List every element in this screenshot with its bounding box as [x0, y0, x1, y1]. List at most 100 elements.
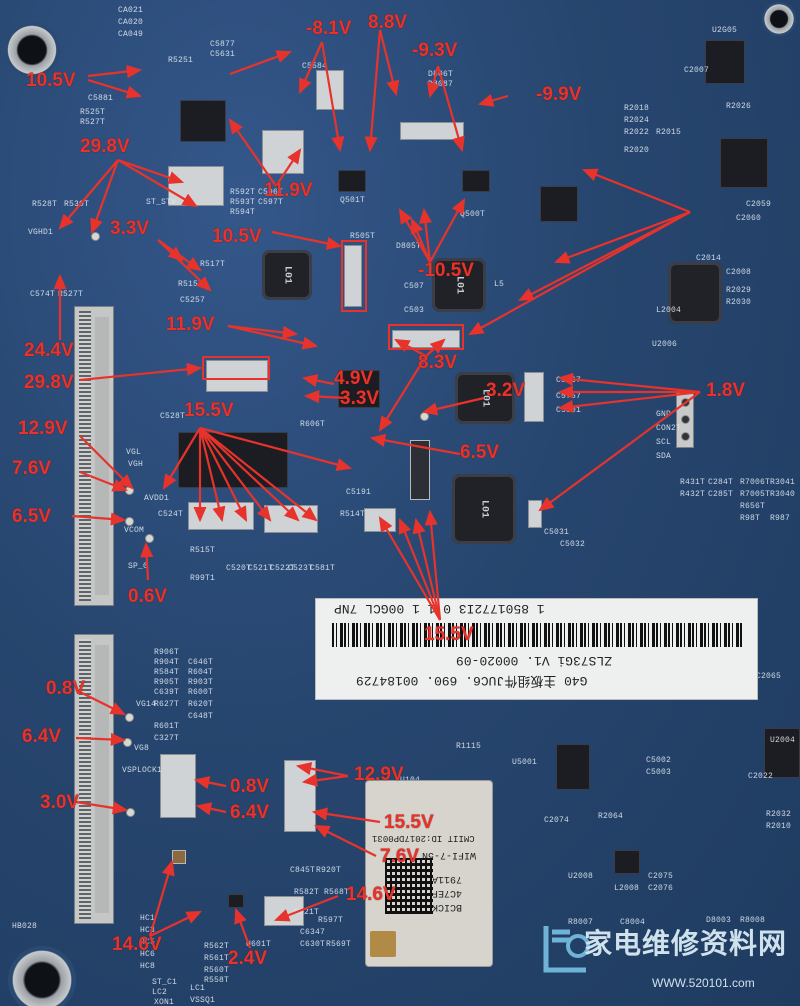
- silk-label: R558T: [204, 976, 230, 985]
- watermark-icon: [543, 926, 590, 973]
- silk-label: R8008: [740, 916, 766, 925]
- silk-label: R1115: [456, 742, 482, 751]
- silk-label: XON1: [154, 998, 175, 1006]
- silk-label: R2022: [624, 128, 650, 137]
- inductor-l1: L01: [262, 250, 312, 300]
- pin-label: VSPLOCK1: [122, 766, 163, 775]
- silk-label: C648T: [188, 712, 214, 721]
- silk-label: CA020: [118, 18, 144, 27]
- silk-label: D805T: [396, 242, 422, 251]
- silk-label: R5157: [178, 280, 204, 289]
- silk-label: C630T: [300, 940, 326, 949]
- test-pad: [125, 713, 134, 722]
- voltage-annotation: 3.3V: [110, 218, 150, 239]
- silk-label: C5032: [560, 540, 586, 549]
- ic-u503: [338, 370, 380, 408]
- silk-label: R432T: [680, 490, 706, 499]
- silk-label: LC1: [190, 984, 206, 993]
- capacitor: [344, 245, 362, 307]
- silk-label: CA049: [118, 30, 144, 39]
- silk-label: R3041: [770, 478, 796, 487]
- silk-label: R561T: [204, 954, 230, 963]
- lvds-connector-top: [74, 306, 114, 606]
- silk-label: C5003: [646, 768, 672, 777]
- silk-label: R656T: [740, 502, 766, 511]
- silk-label: C2014: [696, 254, 722, 263]
- voltage-annotation: 7.6V: [12, 458, 52, 479]
- silk-label: C581T: [310, 564, 336, 573]
- silk-label: C2007: [684, 66, 710, 75]
- qr-code: [385, 858, 433, 914]
- silk-label: R594T: [230, 208, 256, 217]
- silk-label: HC6: [140, 950, 156, 959]
- silk-label: R987: [770, 514, 791, 523]
- capacitor: [400, 122, 464, 140]
- barcode: [332, 623, 742, 647]
- pin-label: VG14: [136, 700, 157, 709]
- silk-label: C285T: [708, 490, 734, 499]
- silk-label: C2022: [748, 772, 774, 781]
- silk-label: R568T: [324, 888, 350, 897]
- voltage-annotation: 4.9V: [334, 368, 374, 389]
- silk-label: R560T: [204, 966, 230, 975]
- voltage-annotation: 8.3V: [418, 352, 458, 373]
- silk-label: R903T: [188, 678, 214, 687]
- silk-label: R921T: [294, 908, 320, 917]
- silk-label: R2064: [598, 812, 624, 821]
- capacitor: [172, 850, 186, 864]
- silk-label: R2018: [624, 104, 650, 113]
- silk-label: R2030: [726, 298, 752, 307]
- voltage-annotation: 15.5V: [424, 624, 474, 645]
- silk-label: R920T: [316, 866, 342, 875]
- capacitor: [262, 130, 304, 174]
- lvds-connector-bottom: [74, 634, 114, 924]
- silk-label: C845T: [290, 866, 316, 875]
- silk-label: C503: [404, 306, 425, 315]
- mounting-hole-top-right: [762, 2, 796, 36]
- voltage-annotation: -8.1V: [306, 18, 352, 39]
- silk-label: C5191: [346, 488, 372, 497]
- silk-label: R514T: [340, 510, 366, 519]
- ic-u2g05: [705, 40, 745, 84]
- silk-label: C2008: [726, 268, 752, 277]
- silk-label: R431T: [680, 478, 706, 487]
- highlight-box: [202, 356, 270, 380]
- inductor-l2004: [668, 262, 722, 324]
- silk-label: R2024: [624, 116, 650, 125]
- capacitor: [410, 440, 430, 500]
- silk-label: HC1: [140, 914, 156, 923]
- silk-label: R569T: [326, 940, 352, 949]
- voltage-annotation: -9.9V: [536, 84, 582, 105]
- silk-label: R2026: [726, 102, 752, 111]
- voltage-annotation: 3.0V: [40, 792, 80, 813]
- silk-label: R5251: [168, 56, 194, 65]
- silk-label: C2059: [746, 200, 772, 209]
- silk-label: R517T: [200, 260, 226, 269]
- silk-label: VSSQ1: [190, 996, 216, 1005]
- silk-label: HC5: [140, 938, 156, 947]
- voltage-annotation: 29.8V: [80, 136, 130, 157]
- silk-label: C596T: [258, 188, 284, 197]
- silk-label: SCL: [656, 438, 672, 447]
- product-label-sticker: 1 8501772I3 0 1 1 00GCL 7NP ZLS73Gi V1. …: [315, 598, 758, 700]
- voltage-annotation: 12.9V: [354, 764, 404, 785]
- highlight-box: [388, 324, 464, 350]
- voltage-annotation: 0.6V: [128, 586, 168, 607]
- voltage-annotation: 10.5V: [26, 70, 76, 91]
- voltage-annotation: 8.8V: [368, 12, 408, 33]
- silk-label: L5: [494, 280, 505, 289]
- silk-label: C5877: [210, 40, 236, 49]
- voltage-annotation: 12.9V: [18, 418, 68, 439]
- silk-label: R527T: [58, 290, 84, 299]
- silk-label: R98T: [740, 514, 761, 523]
- silk-label: L2008: [614, 884, 640, 893]
- silk-label: C574T: [30, 290, 56, 299]
- silk-label: C8004: [620, 918, 646, 927]
- silk-label: R528T: [32, 200, 58, 209]
- voltage-annotation: 11.9V: [166, 314, 215, 335]
- silk-label: D8003: [706, 916, 732, 925]
- ic-u2007: [764, 728, 800, 778]
- voltage-annotation: 15.5V: [384, 812, 434, 833]
- watermark-title: 家电维修资料网: [584, 928, 788, 959]
